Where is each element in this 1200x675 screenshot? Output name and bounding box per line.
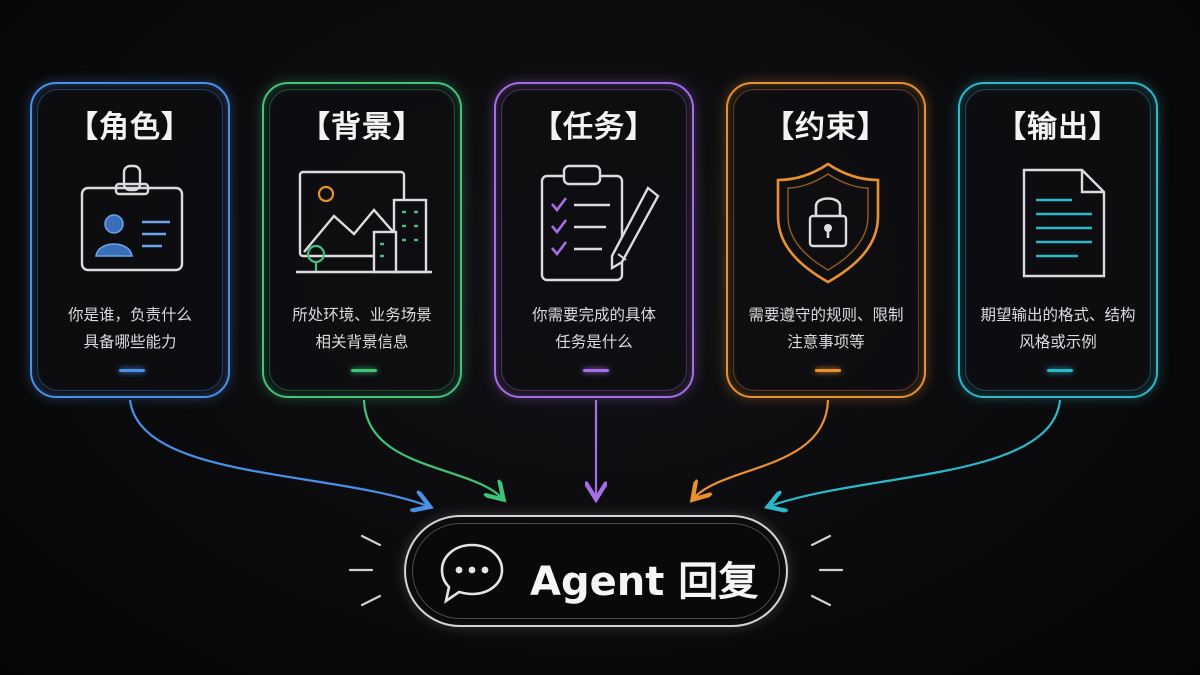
card-description: 你需要完成的具体 任务是什么 [504, 302, 684, 356]
arrow-output [770, 399, 1062, 506]
description-line: 需要遵守的规则、限制 [748, 306, 904, 324]
description-line: 注意事项等 [787, 333, 865, 351]
card-description: 所处环境、业务场景 相关背景信息 [272, 302, 452, 356]
description-line: 你是谁，负责什么 [67, 306, 192, 324]
card-title: 【输出】 [996, 110, 1120, 145]
card-accent-bar [119, 369, 145, 372]
card-accent-bar [1047, 369, 1073, 372]
card-background: 【背景】 所处环境、业务场景 相关背景信息 [262, 82, 462, 398]
card-title: 【约束】 [764, 110, 888, 145]
arrow-role [128, 399, 428, 506]
description-line: 期望输出的格式、结构 [980, 306, 1136, 324]
card-accent-bar [815, 369, 841, 372]
card-accent-bar [583, 369, 609, 372]
card-description: 需要遵守的规则、限制 注意事项等 [736, 302, 916, 356]
chat-bubble-icon [440, 543, 504, 604]
arrow-background [362, 399, 502, 498]
card-task: 【任务】 你需要完成的具体 任务是什么 [494, 82, 694, 398]
card-description: 你是谁，负责什么 具备哪些能力 [40, 302, 220, 356]
card-title: 【背景】 [300, 110, 424, 145]
card-output: 【输出】 期望输出的格式、结构 风格或示例 [958, 82, 1158, 398]
description-line: 任务是什么 [555, 333, 633, 351]
document-icon [1022, 168, 1106, 278]
card-accent-bar [351, 369, 377, 372]
card-role: 【角色】 你是谁，负责什么 具备哪些能力 [30, 82, 230, 398]
description-line: 所处环境、业务场景 [292, 306, 432, 324]
landscape-buildings-icon [296, 170, 432, 274]
agent-reply-node: Agent 回复 [404, 515, 788, 627]
card-description: 期望输出的格式、结构 风格或示例 [968, 302, 1148, 356]
agent-reply-label: Agent 回复 [530, 559, 759, 605]
description-line: 具备哪些能力 [83, 333, 177, 351]
description-line: 相关背景信息 [315, 333, 409, 351]
arrow-constraint [694, 399, 830, 498]
shield-lock-icon [776, 162, 880, 284]
description-line: 风格或示例 [1019, 333, 1097, 351]
card-title: 【任务】 [532, 110, 656, 145]
card-constraint: 【约束】 需要遵守的规则、限制 注意事项等 [726, 82, 926, 398]
clipboard-checklist-icon [540, 164, 660, 282]
description-line: 你需要完成的具体 [531, 306, 656, 324]
id-badge-icon [80, 164, 184, 272]
card-title: 【角色】 [68, 110, 192, 145]
